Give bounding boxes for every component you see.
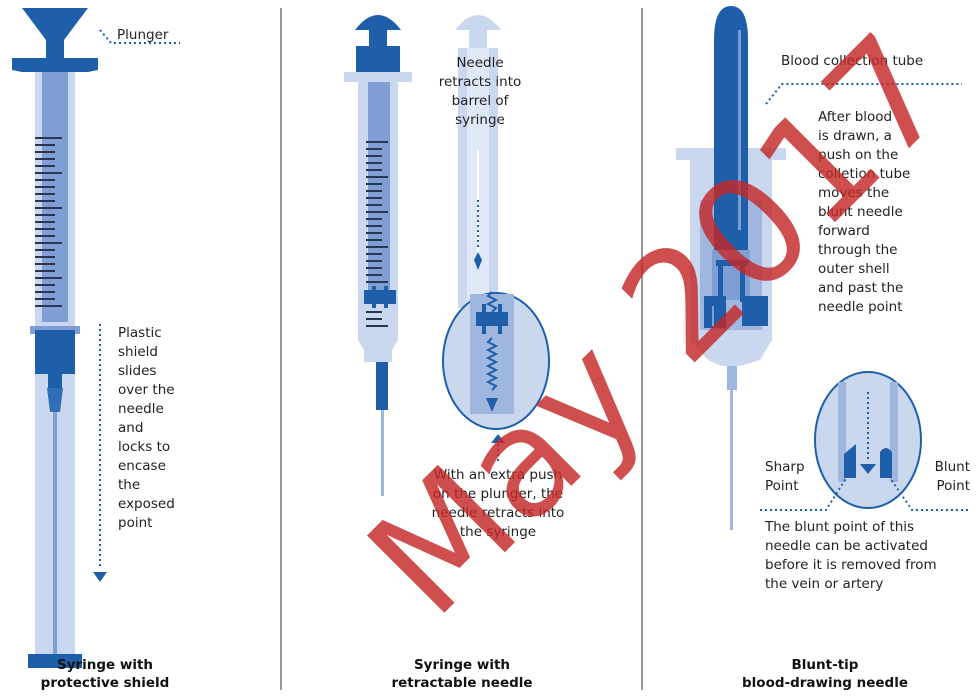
collection-tube (714, 6, 748, 250)
stopper-pin (372, 286, 376, 308)
locking-block (742, 296, 768, 326)
plunger-cap (22, 8, 88, 40)
hub (727, 366, 737, 390)
detail-pin (482, 304, 486, 334)
needle (53, 412, 57, 662)
shield-arrow-head (93, 572, 107, 582)
shell-neck (690, 340, 772, 366)
push-arrow-head (491, 434, 505, 443)
needle (730, 390, 733, 530)
carrier-top (716, 260, 748, 266)
retracted-needle (477, 150, 479, 268)
plunger-neck (369, 30, 387, 46)
barrel-flange (344, 72, 412, 82)
needle-hub (376, 362, 388, 410)
ghost-plunger-cap (455, 15, 501, 30)
tube-label: Blood collection tube (781, 52, 923, 71)
needle (381, 410, 384, 496)
tube-leader (766, 84, 962, 104)
plunger-cap (355, 15, 401, 30)
plunger-flange (356, 46, 400, 72)
block-slot (712, 306, 714, 326)
locking-block (704, 296, 726, 328)
hub-collar (48, 374, 62, 388)
needle-hub (35, 330, 75, 374)
stopper-pin (384, 286, 388, 308)
detail-pin (498, 304, 502, 334)
plunger-flange-top (12, 58, 98, 68)
ghost-plunger-neck (469, 30, 487, 48)
stopper (364, 290, 396, 304)
tube-highlight (738, 30, 741, 230)
detail-stopper (476, 312, 508, 326)
barrel-neck (358, 340, 398, 362)
plunger-label: Plunger (117, 26, 168, 45)
plunger-neck (46, 40, 64, 58)
